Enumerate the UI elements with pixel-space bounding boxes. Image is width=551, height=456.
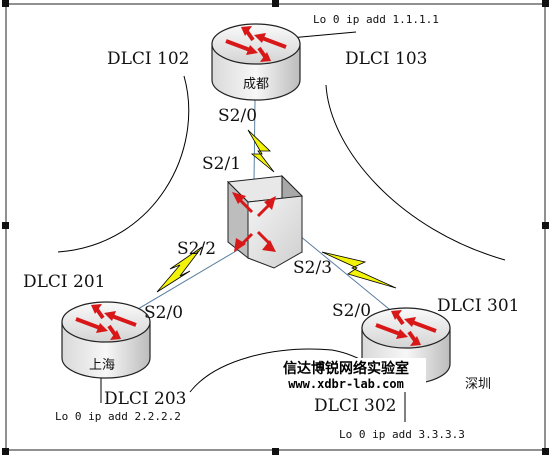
selection-handle[interactable]: [272, 448, 279, 455]
interface-label-shanghai-s20: S2/0: [144, 303, 183, 323]
switch-arrows-icon: [232, 192, 276, 252]
selection-handle[interactable]: [542, 448, 549, 455]
watermark-url: www.xdbr-lab.com: [288, 377, 404, 391]
interface-label-chengdu-s20: S2/0: [218, 106, 257, 126]
selection-handle[interactable]: [2, 222, 9, 229]
serial-link-shenzhen: [321, 251, 397, 289]
router-name-chengdu: 成都: [243, 77, 269, 92]
dlci-label-301: DLCI 301: [437, 296, 520, 316]
dlci-label-103: DLCI 103: [345, 49, 428, 69]
selection-handle[interactable]: [2, 448, 9, 455]
dlci-label-203: DLCI 203: [104, 389, 187, 409]
selection-handle[interactable]: [2, 0, 9, 7]
dlci-label-201: DLCI 201: [23, 272, 106, 292]
cable-shanghai: [115, 237, 259, 323]
interface-label-switch-s23: S2/3: [293, 258, 332, 278]
interface-label-shenzhen-s20: S2/0: [332, 301, 371, 321]
selection-handle[interactable]: [542, 0, 549, 7]
router-shanghai[interactable]: [61, 301, 151, 379]
serial-link-shanghai: [156, 246, 203, 293]
pvc-arc-103-301: [325, 84, 506, 261]
cable-shenzhen: [299, 235, 401, 319]
interface-label-switch-s22: S2/2: [177, 239, 216, 259]
serial-link-chengdu: [247, 129, 275, 173]
frame-relay-switch[interactable]: [226, 174, 304, 269]
leader-chengdu-loopback: [289, 31, 357, 39]
loopback-label-shenzhen: Lo 0 ip add 3.3.3.3: [339, 428, 465, 441]
interface-label-switch-s21: S2/1: [202, 154, 241, 174]
loopback-label-chengdu: Lo 0 ip add 1.1.1.1: [313, 13, 439, 26]
pvc-arc-102-201: [57, 75, 190, 253]
router-name-shanghai: 上海: [89, 358, 115, 373]
dlci-label-302: DLCI 302: [314, 396, 397, 416]
selection-handle[interactable]: [542, 222, 549, 229]
router-name-shenzhen: 深圳: [465, 377, 491, 392]
watermark-brand: 信达博锐网络实验室: [283, 360, 409, 377]
dlci-label-102: DLCI 102: [107, 49, 190, 69]
watermark: 信达博锐网络实验室 www.xdbr-lab.com: [266, 358, 426, 392]
loopback-label-shanghai: Lo 0 ip add 2.2.2.2: [55, 410, 181, 423]
selection-handle[interactable]: [272, 0, 279, 7]
router-chengdu[interactable]: [211, 23, 301, 101]
